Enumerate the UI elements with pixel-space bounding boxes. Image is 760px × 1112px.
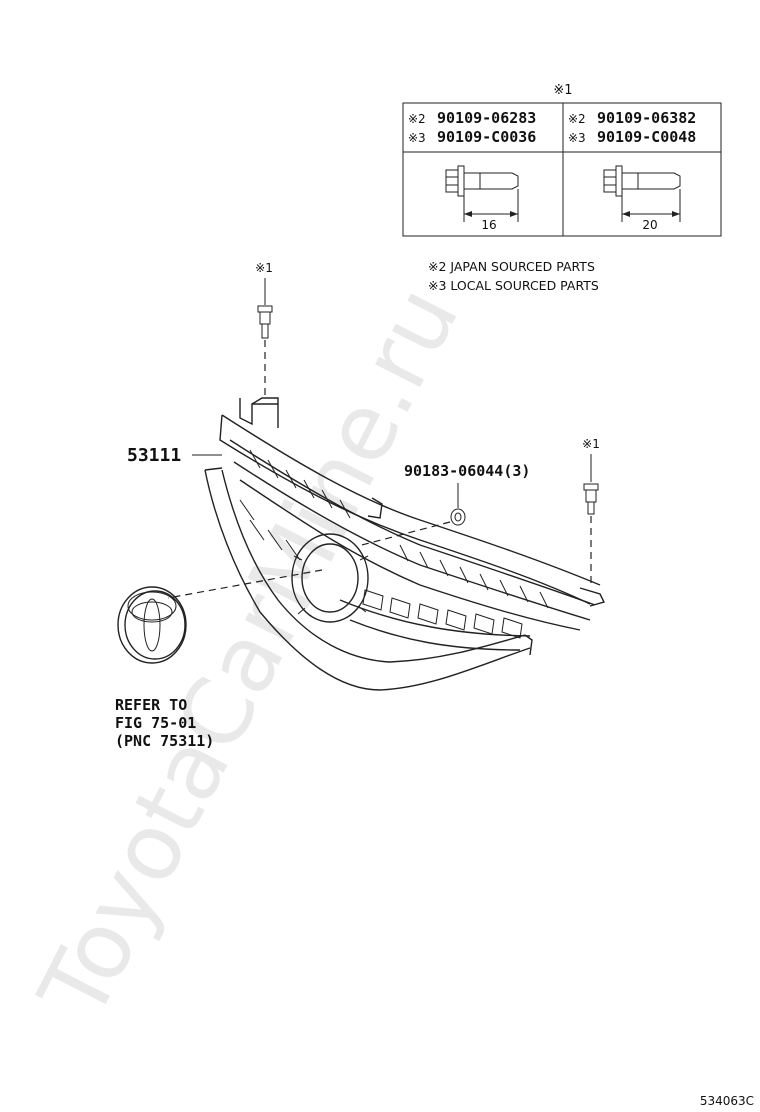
bolt-20-icon bbox=[603, 165, 681, 222]
col2-code3: 90109-C0048 bbox=[597, 128, 696, 146]
col1-code3: 90109-C0036 bbox=[437, 128, 536, 146]
col2-code2: 90109-06382 bbox=[597, 109, 696, 127]
toyota-emblem-icon bbox=[117, 586, 187, 664]
watermark: ToyotaCarMine.ru bbox=[19, 270, 480, 1036]
table-header-mark: ※1 bbox=[553, 83, 572, 98]
refer-note-line2: FIG 75-01 bbox=[115, 714, 196, 732]
callout-grille-number: 53111 bbox=[127, 445, 181, 466]
col2-length: 20 bbox=[642, 218, 657, 232]
refer-note-line1: REFER TO bbox=[115, 696, 187, 714]
col2-code3-mark: ※3 bbox=[568, 131, 586, 145]
bolt-right-icon bbox=[583, 483, 599, 515]
bolt-left-icon bbox=[257, 305, 273, 339]
clip-icon bbox=[450, 508, 466, 526]
callout-bolt-left-mark: ※1 bbox=[255, 261, 273, 275]
bolt-16-icon bbox=[445, 165, 519, 222]
callout-clip-number: 90183-06044(3) bbox=[404, 462, 530, 480]
note-local-sourced: ※3 LOCAL SOURCED PARTS bbox=[428, 278, 599, 293]
col1-code2: 90109-06283 bbox=[437, 109, 536, 127]
figure-id: 534063C bbox=[700, 1094, 754, 1108]
callout-bolt-right-mark: ※1 bbox=[582, 437, 600, 451]
note-japan-sourced: ※2 JAPAN SOURCED PARTS bbox=[428, 259, 595, 274]
refer-note-line3: (PNC 75311) bbox=[115, 732, 214, 750]
radiator-grille-icon bbox=[204, 397, 606, 691]
col1-length: 16 bbox=[481, 218, 496, 232]
bolt-spec-table: ※1 ※2 90109-06283 ※3 90109-C0036 ※2 9010… bbox=[402, 83, 722, 237]
col2-code2-mark: ※2 bbox=[568, 112, 586, 126]
col1-code2-mark: ※2 bbox=[408, 112, 426, 126]
col1-code3-mark: ※3 bbox=[408, 131, 426, 145]
